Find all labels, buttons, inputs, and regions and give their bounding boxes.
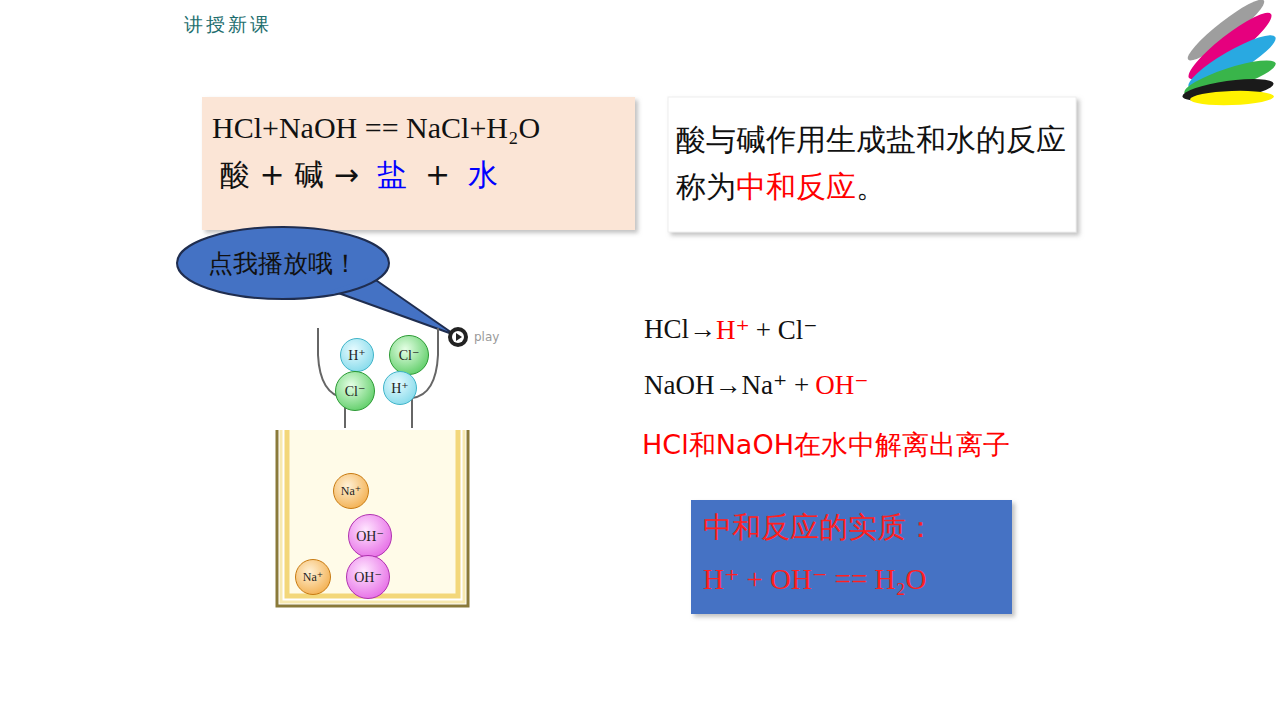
node-text: H⁺	[391, 380, 409, 397]
bubble	[177, 227, 389, 299]
ion-circle: Na⁺	[295, 559, 331, 595]
bubble-tail	[330, 276, 455, 335]
node-text: 中和反应的实质：	[703, 508, 935, 548]
equation-part: NaOH→Na⁺ +	[644, 369, 809, 401]
node-text: H⁺	[348, 347, 366, 364]
box-ground	[668, 97, 1076, 232]
node-text: 酸 + 碱 →	[220, 155, 359, 196]
node-text: 盐	[377, 155, 407, 196]
ion-circle: OH⁻	[348, 514, 392, 558]
equation-box: HCl+NaOH == NaCl+H₂O 酸 + 碱 → 盐 + 水	[202, 97, 635, 230]
equation-part: + Cl⁻	[756, 314, 818, 346]
node-text: 中和反应	[736, 169, 856, 204]
ion-circle: OH⁻	[346, 555, 390, 599]
bubble-join	[332, 280, 368, 292]
beaker	[287, 430, 458, 596]
definition-box: 酸与碱作用生成盐和水的反应称为中和反应。	[668, 97, 1076, 232]
node-text: OH⁻	[356, 528, 384, 545]
ion-circle: H⁺	[340, 338, 374, 372]
beaker	[281, 430, 464, 602]
ion-circle: H⁺	[383, 371, 417, 405]
ion-circle: Cl⁻	[335, 371, 375, 411]
beaker	[277, 430, 468, 606]
node-text: Na⁺	[303, 570, 323, 585]
node-text: 点我播放哦！	[208, 247, 358, 280]
node-text: 。	[856, 169, 886, 204]
play-label: play	[474, 330, 499, 344]
callout-bubble: 点我播放哦！	[178, 229, 388, 297]
box-ground	[691, 500, 1012, 614]
essence-box: 中和反应的实质： H⁺ + OH⁻ == H₂O	[691, 500, 1012, 614]
box-ground	[202, 97, 635, 230]
node-text: HCl+NaOH == NaCl+H₂O	[212, 111, 540, 145]
node-text: 水	[468, 155, 498, 196]
equation-part: HCl→	[644, 314, 716, 345]
equation-part: H⁺	[716, 314, 750, 346]
play-icon	[456, 333, 462, 341]
equation-part: OH⁻	[815, 369, 868, 401]
node-text: H⁺ + OH⁻ == H₂O	[703, 562, 927, 596]
node-text: Cl⁻	[345, 383, 366, 400]
node-text: Cl⁻	[399, 347, 420, 364]
logo	[1181, 0, 1280, 106]
node-text: Na⁺	[341, 484, 361, 499]
ion-circle: Cl⁻	[389, 335, 429, 375]
node-text: +	[425, 157, 450, 192]
node-text: OH⁻	[354, 569, 382, 586]
ion-circle: Na⁺	[333, 473, 369, 509]
note-text: HCl和NaOH在水中解离出离子	[642, 427, 1010, 463]
section-title: 讲授新课	[184, 12, 272, 38]
